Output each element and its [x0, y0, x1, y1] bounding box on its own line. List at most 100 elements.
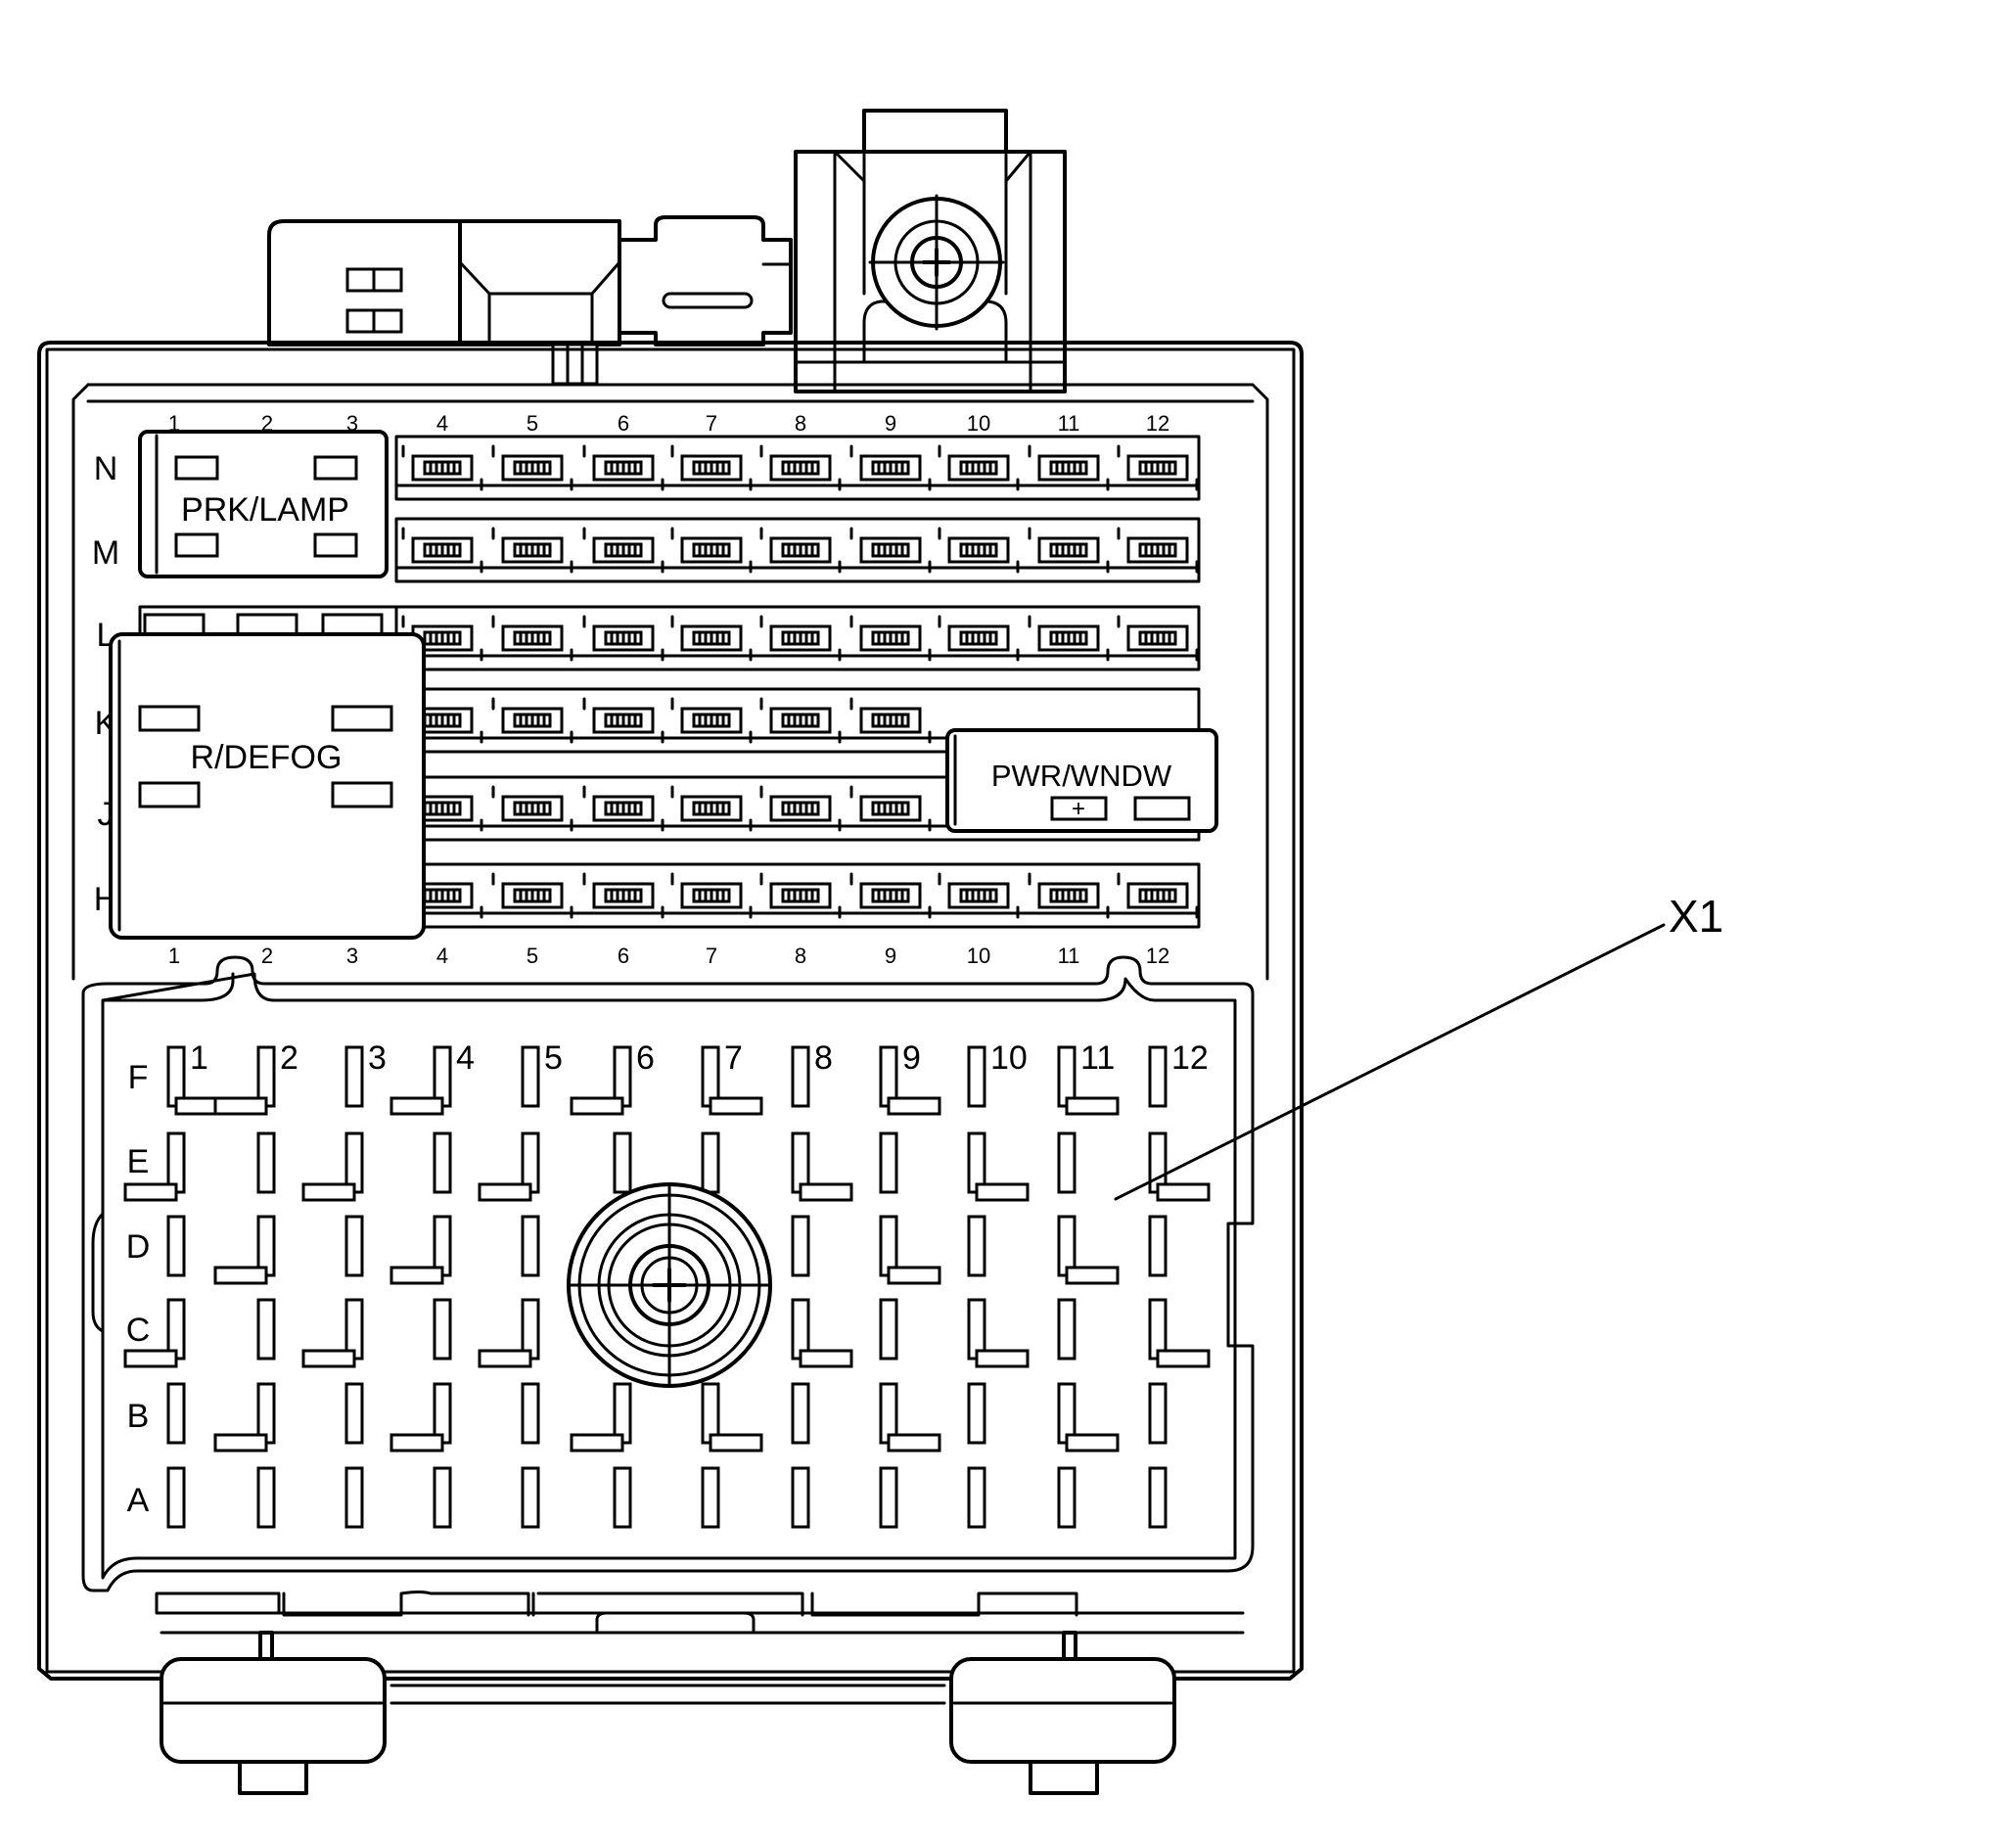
x1-center-bolt	[567, 1182, 772, 1388]
x1-column-label: 7	[724, 1039, 743, 1077]
x1-terminal-grid	[123, 1045, 1211, 1529]
x1-column-label: 6	[636, 1039, 655, 1077]
mounting-tab-left	[160, 1631, 387, 1795]
upper-column-label: 2	[261, 944, 273, 968]
x1-terminal-cavity	[389, 1215, 452, 1285]
mini-fuse-slot	[1117, 527, 1199, 574]
mini-fuse-slot	[582, 615, 664, 662]
x1-row-label: D	[126, 1228, 151, 1266]
x1-column-label: 5	[544, 1039, 563, 1077]
top-connector-housing	[267, 219, 621, 386]
x1-terminal-cavity	[521, 1215, 540, 1277]
mini-fuse-slot	[1028, 615, 1110, 662]
mini-fuse-slot	[491, 527, 573, 574]
top-small-connector	[618, 215, 793, 346]
x1-terminal-cavity	[344, 1466, 364, 1529]
mini-fuse-slot	[1117, 872, 1199, 919]
x1-terminal-cavity	[701, 1045, 763, 1116]
r-defog-relay: R/DEFOG	[109, 632, 426, 940]
mini-fuse-slot-partial	[143, 613, 206, 636]
mini-fuse-slot	[670, 872, 753, 919]
upper-column-label: 9	[885, 411, 896, 436]
x1-row-label: F	[128, 1059, 149, 1096]
x1-terminal-cavity	[613, 1466, 632, 1529]
x1-terminal-cavity	[1057, 1045, 1120, 1116]
x1-terminal-cavity	[213, 1045, 276, 1116]
x1-terminal-cavity	[344, 1382, 364, 1445]
x1-terminal-cavity	[301, 1131, 364, 1202]
mini-fuse-slot	[491, 615, 573, 662]
upper-column-label: 5	[527, 411, 538, 436]
mini-fuse-slot-partial	[321, 613, 384, 636]
x1-terminal-cavity	[344, 1215, 364, 1277]
x1-terminal-cavity	[791, 1298, 853, 1368]
upper-column-label: 5	[527, 944, 538, 968]
mini-fuse-slot	[1117, 615, 1199, 662]
mini-fuse-slot	[670, 615, 753, 662]
x1-column-label: 4	[456, 1039, 475, 1077]
mini-fuse-slot	[759, 527, 842, 574]
mini-fuse-slot	[849, 527, 932, 574]
upper-column-label: 2	[261, 411, 273, 436]
x1-terminal-cavity	[967, 1298, 1030, 1368]
x1-terminal-cavity	[967, 1131, 1030, 1202]
x1-terminal-cavity	[344, 1045, 364, 1108]
mini-fuse-slot	[938, 444, 1020, 491]
x1-terminal-cavity	[879, 1131, 898, 1194]
mini-fuse-slot	[582, 697, 664, 744]
x1-terminal-cavity	[521, 1466, 540, 1529]
fuse-block-housing	[37, 341, 1304, 1681]
x1-terminal-cavity	[791, 1382, 810, 1445]
upper-column-label: 8	[795, 411, 806, 436]
mini-fuse-slot	[401, 527, 483, 574]
x1-terminal-cavity	[1057, 1382, 1120, 1453]
x1-terminal-cavity	[1148, 1215, 1168, 1277]
upper-column-label: 6	[618, 411, 629, 436]
x1-terminal-cavity	[166, 1382, 186, 1445]
x1-terminal-cavity	[123, 1298, 186, 1368]
mini-fuse-slot	[670, 785, 753, 832]
x1-row-label: B	[127, 1398, 150, 1435]
mini-fuse-slot	[938, 615, 1020, 662]
upper-column-label: 10	[967, 944, 990, 968]
mini-fuse-slot	[759, 444, 842, 491]
x1-terminal-cavity	[166, 1466, 186, 1529]
x1-terminal-cavity	[301, 1298, 364, 1368]
x1-terminal-cavity	[791, 1131, 853, 1202]
x1-column-label: 10	[990, 1039, 1028, 1077]
x1-terminal-cavity	[521, 1382, 540, 1445]
upper-column-label: 3	[346, 944, 358, 968]
x1-terminal-cavity	[701, 1466, 720, 1529]
upper-column-label: 3	[346, 411, 358, 436]
x1-terminal-cavity	[967, 1045, 986, 1108]
mini-fuse-slot	[938, 527, 1020, 574]
prk-lamp-relay: PRK/LAMP	[138, 430, 389, 578]
x1-terminal-cavity	[433, 1131, 452, 1194]
x1-terminal-cavity	[701, 1382, 763, 1453]
x1-callout-label: X1	[1669, 891, 1723, 942]
x1-terminal-cavity	[570, 1382, 632, 1453]
prk-lamp-label: PRK/LAMP	[181, 491, 349, 529]
mini-fuse-slot	[849, 697, 932, 744]
upper-column-label: 6	[618, 944, 629, 968]
mini-fuse-slot	[759, 785, 842, 832]
upper-column-label: 4	[436, 411, 448, 436]
x1-terminal-cavity	[1148, 1298, 1211, 1368]
mini-fuse-slot	[938, 872, 1020, 919]
mounting-tab-right	[949, 1631, 1176, 1795]
mini-fuse-slot	[401, 785, 483, 832]
mini-fuse-slot	[849, 785, 932, 832]
mini-fuse-slot	[582, 444, 664, 491]
x1-terminal-cavity	[433, 1298, 452, 1361]
mini-fuse-slot	[759, 615, 842, 662]
upper-column-label: 1	[168, 944, 180, 968]
upper-column-label: 8	[795, 944, 806, 968]
x1-callout: X1	[1114, 891, 1723, 1201]
mini-fuse-slot	[849, 872, 932, 919]
mini-fuse-slot	[491, 444, 573, 491]
